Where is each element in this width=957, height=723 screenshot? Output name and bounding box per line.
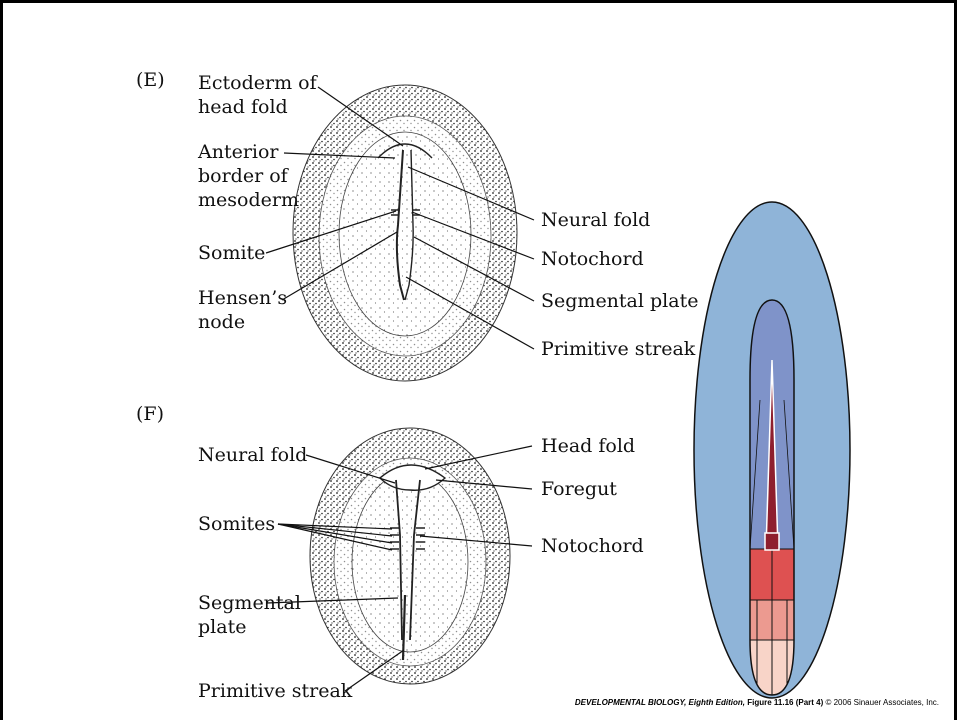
citation-footer: DEVELOPMENTAL BIOLOGY, Eighth Edition, F… <box>575 698 939 707</box>
label-f-somites: Somites <box>198 512 275 536</box>
citation-title: DEVELOPMENTAL BIOLOGY, Eighth Edition, <box>575 698 745 707</box>
citation-copyright: © 2006 Sinauer Associates, Inc. <box>825 698 939 707</box>
label-e-neural-fold: Neural fold <box>541 208 650 232</box>
schematic-embryo <box>694 202 850 700</box>
citation-figure: Figure 11.16 (Part 4) <box>747 698 823 707</box>
label-e-primitive-streak: Primitive streak <box>541 337 695 361</box>
embryo-f <box>310 428 510 684</box>
label-anterior-border-mesoderm: Anterior border of mesoderm <box>198 140 299 212</box>
panel-e-tag: (E) <box>136 68 165 92</box>
label-f-segmental-plate: Segmental plate <box>198 591 301 639</box>
panel-f-tag: (F) <box>136 402 164 426</box>
label-f-head-fold: Head fold <box>541 434 635 458</box>
label-somite: Somite <box>198 241 265 265</box>
label-f-neural-fold: Neural fold <box>198 443 307 467</box>
label-ectoderm-head-fold: Ectoderm of head fold <box>198 71 317 119</box>
label-e-notochord: Notochord <box>541 247 644 271</box>
label-e-segmental-plate: Segmental plate <box>541 289 698 313</box>
label-hensens-node: Hensen’s node <box>198 286 287 334</box>
label-f-primitive-streak: Primitive streak <box>198 679 352 703</box>
schematic-node-box <box>765 533 779 550</box>
label-f-notochord: Notochord <box>541 534 644 558</box>
embryo-e-area-pellucida-stipple <box>339 132 471 336</box>
label-f-foregut: Foregut <box>541 477 617 501</box>
